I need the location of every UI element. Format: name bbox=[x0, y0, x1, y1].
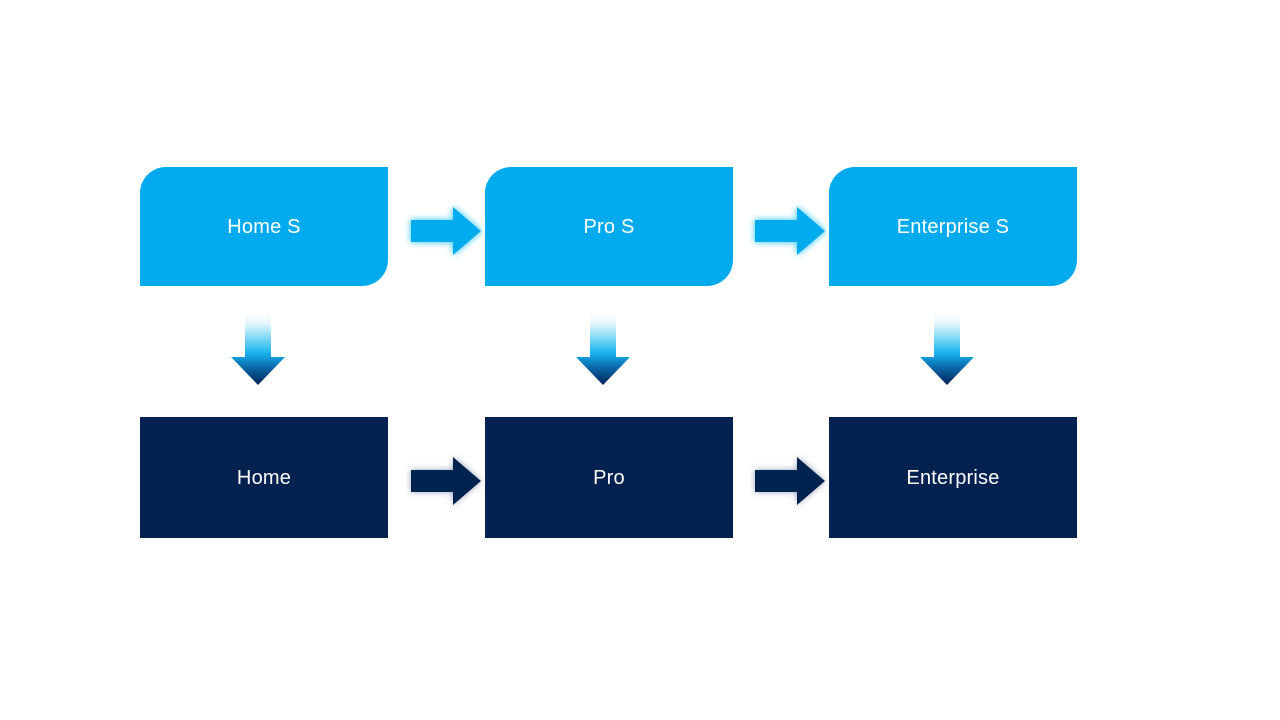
node-home[interactable]: Home bbox=[140, 417, 388, 538]
connector-home-s-to-pro-s bbox=[411, 205, 483, 257]
arrow-right-icon bbox=[411, 207, 481, 255]
connector-home-to-pro bbox=[411, 455, 483, 507]
node-home-s[interactable]: Home S bbox=[140, 167, 388, 286]
node-pro-s[interactable]: Pro S bbox=[485, 167, 733, 286]
node-label: Pro bbox=[593, 466, 625, 489]
node-enterprise[interactable]: Enterprise bbox=[829, 417, 1077, 538]
node-pro[interactable]: Pro bbox=[485, 417, 733, 538]
node-label: Enterprise S bbox=[896, 215, 1010, 238]
connector-home-s-to-home bbox=[229, 313, 287, 387]
arrow-down-icon bbox=[231, 313, 285, 385]
node-label: Pro S bbox=[583, 215, 635, 238]
node-label: Home S bbox=[227, 215, 301, 238]
connector-enterprise-s-to-enterprise bbox=[918, 313, 976, 387]
arrow-right-icon bbox=[755, 207, 825, 255]
node-label: Enterprise bbox=[906, 466, 1000, 489]
connector-pro-s-to-pro bbox=[574, 313, 632, 387]
arrow-down-icon bbox=[920, 313, 974, 385]
connector-pro-to-enterprise bbox=[755, 455, 827, 507]
arrow-down-icon bbox=[576, 313, 630, 385]
arrow-right-icon bbox=[411, 457, 481, 505]
node-enterprise-s[interactable]: Enterprise S bbox=[829, 167, 1077, 286]
connector-pro-s-to-enterprise-s bbox=[755, 205, 827, 257]
arrow-right-icon bbox=[755, 457, 825, 505]
node-label: Home bbox=[236, 466, 292, 489]
